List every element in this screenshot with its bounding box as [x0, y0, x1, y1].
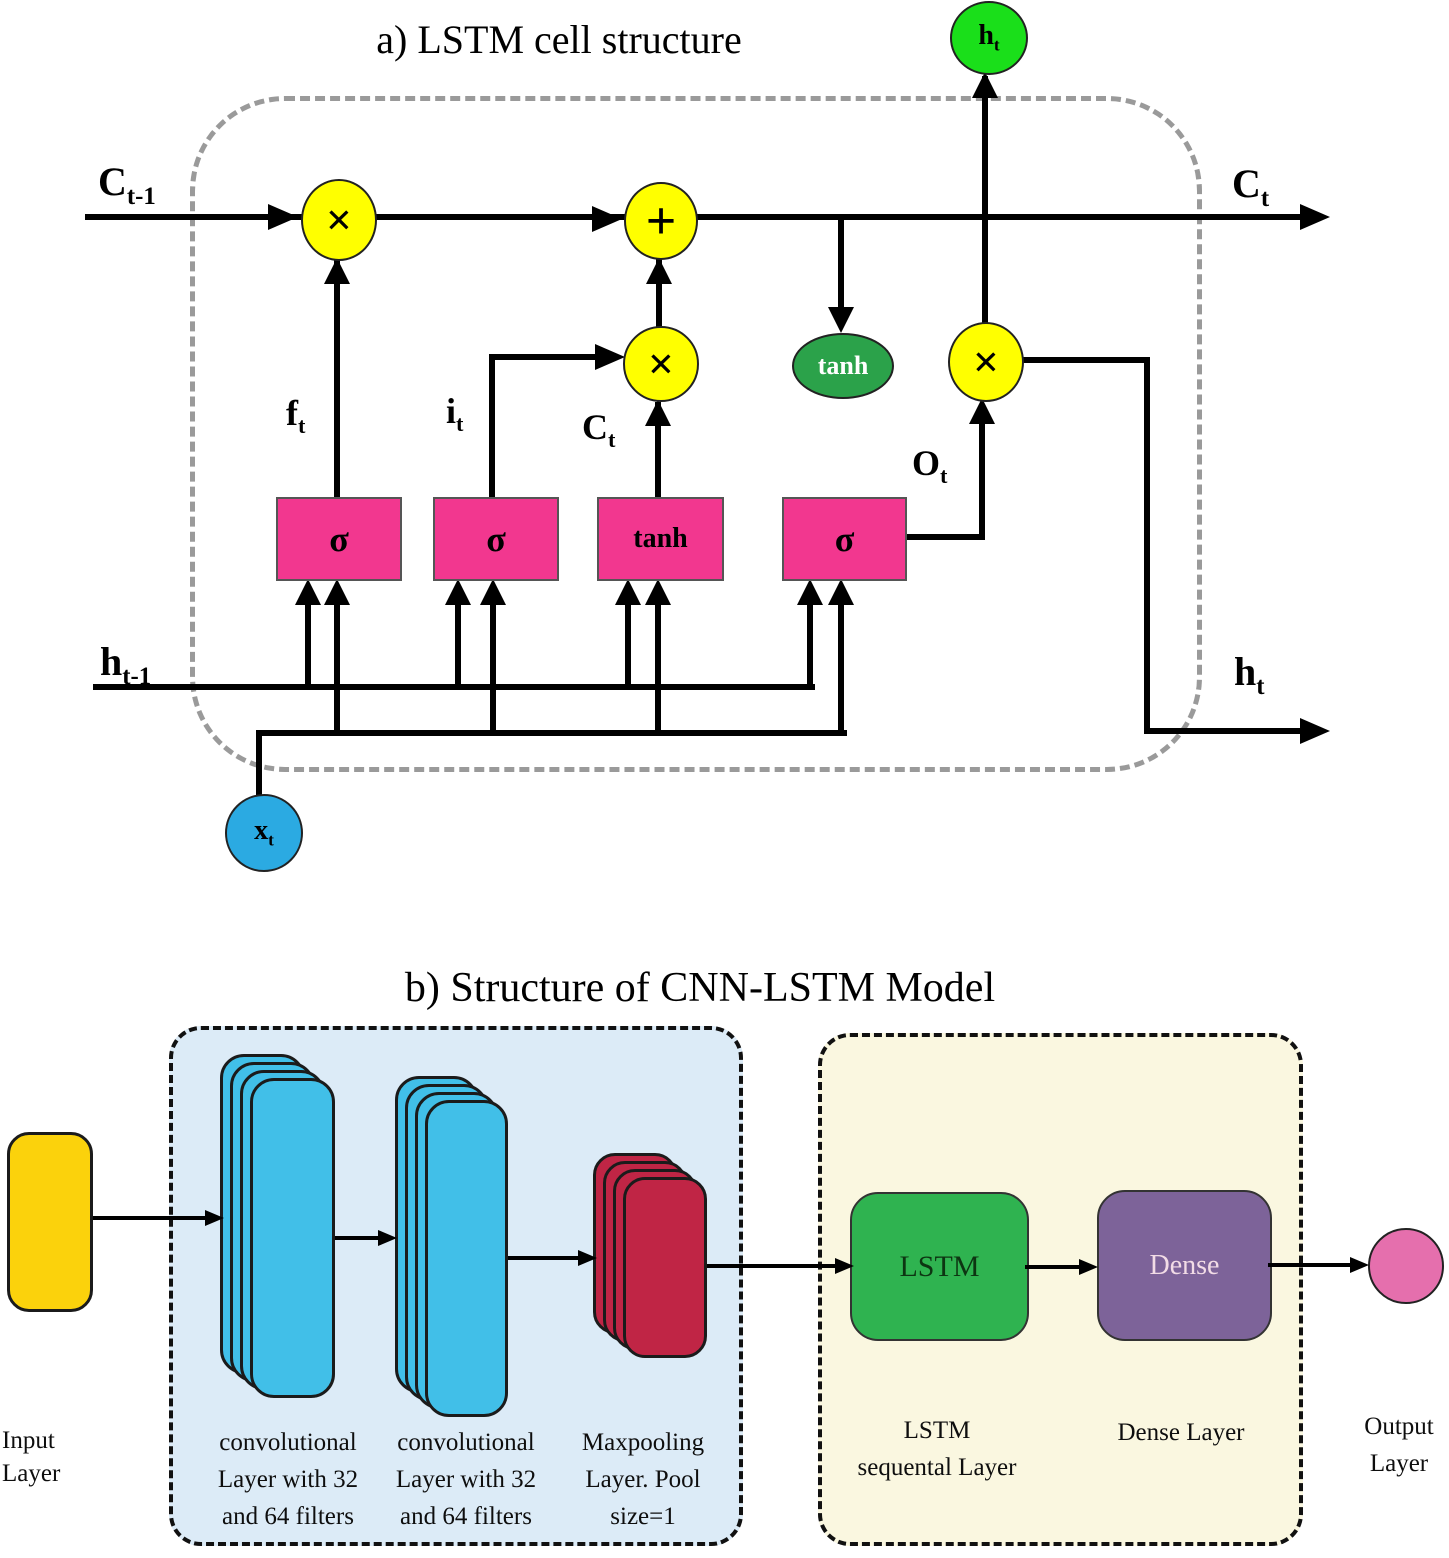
- h-prev-label: ht-1: [100, 639, 152, 690]
- arrow-input-to-conv1: [93, 1216, 205, 1220]
- input-multiply-op: ×: [623, 326, 699, 402]
- output-branch-vertical: [1144, 357, 1150, 734]
- multiply-glyph: ×: [325, 194, 353, 245]
- conv1-card-front: [250, 1078, 335, 1398]
- arrowhead-conv1-to-conv2: [378, 1230, 397, 1246]
- dense-caption: Dense Layer: [1117, 1419, 1245, 1446]
- output-layer-node: [1368, 1228, 1444, 1304]
- panel-a-title: a) LSTM cell structure: [376, 17, 742, 62]
- arrowhead-dense-to-output: [1350, 1257, 1369, 1273]
- x-arrow-output: [838, 603, 844, 733]
- cell-state-out-arrowhead: [1300, 204, 1330, 230]
- arrowhead-into-forget-multiply: [268, 204, 298, 230]
- forget-gate-sigma: σ: [276, 497, 402, 581]
- output-multiply-op: ×: [948, 322, 1024, 402]
- x-arrowhead-output: [828, 579, 854, 605]
- ht-output-node: ht: [950, 1, 1028, 75]
- arrowhead-into-tanh: [828, 307, 854, 333]
- arrowhead-forget-to-multiply: [324, 258, 350, 284]
- conv2-card-front: [425, 1100, 508, 1417]
- ot-label: Ot: [912, 443, 948, 489]
- hidden-out-arrowhead: [1300, 718, 1330, 744]
- input-gate-horizontal: [489, 354, 599, 360]
- arrowhead-into-ht-circle: [972, 72, 998, 98]
- input-gate-riser: [489, 357, 495, 497]
- plus-glyph: +: [645, 191, 677, 251]
- panel-b-title: b) Structure of CNN-LSTM Model: [404, 965, 996, 1011]
- arrowhead-pool-to-lstm: [835, 1258, 854, 1274]
- arrowhead-into-output-multiply: [969, 398, 995, 424]
- h-arrowhead-input: [445, 579, 471, 605]
- candidate-riser: [655, 402, 661, 498]
- it-label: it: [446, 391, 464, 437]
- x-arrowhead-forget: [324, 579, 350, 605]
- arrowhead-lstm-to-dense: [1079, 1259, 1098, 1275]
- output-gate-horizontal: [903, 534, 985, 540]
- xt-input-node: xt: [225, 794, 303, 872]
- c-prev-label: Ct-1: [98, 159, 156, 210]
- forget-multiply-op: ×: [301, 179, 377, 261]
- lstm-block: LSTM: [850, 1192, 1029, 1341]
- arrowhead-candidate-to-multiply: [645, 400, 671, 426]
- h-arrowhead-candidate: [615, 579, 641, 605]
- candidate-ct-label: Ct: [582, 407, 616, 453]
- h-arrowhead-output: [797, 579, 823, 605]
- h-arrowhead-forget: [295, 579, 321, 605]
- multiply-glyph: ×: [972, 336, 1000, 387]
- h-arrow-output: [807, 603, 813, 687]
- dense-block: Dense: [1097, 1190, 1272, 1341]
- hidden-out-riser: [982, 76, 988, 324]
- forget-gate-riser: [334, 258, 340, 498]
- add-input-riser: [656, 258, 662, 328]
- c-next-label: Ct: [1232, 161, 1270, 212]
- input-gate-sigma: σ: [433, 497, 559, 581]
- arrowhead-conv2-to-pool: [578, 1250, 597, 1266]
- hidden-out-line: [1144, 728, 1300, 734]
- input-layer-block: [7, 1132, 93, 1312]
- xt-node-label: xt: [254, 815, 274, 850]
- xt-bus-line: [256, 730, 847, 736]
- tanh-activation-node: tanh: [792, 333, 894, 399]
- arrow-lstm-to-dense: [1025, 1265, 1079, 1269]
- x-arrow-candidate: [655, 603, 661, 733]
- h-arrow-forget: [305, 603, 311, 687]
- arrowhead-input-to-multiply: [595, 344, 625, 370]
- h-arrow-input: [455, 603, 461, 687]
- ft-label: ft: [286, 393, 306, 439]
- arrowhead-input-to-conv1: [205, 1210, 224, 1226]
- output-gate-sigma: σ: [782, 497, 907, 581]
- lstm-cell-boundary: [190, 96, 1202, 772]
- x-arrow-forget: [334, 603, 340, 733]
- h-next-label: ht: [1234, 649, 1265, 700]
- h-arrow-candidate: [625, 603, 631, 687]
- arrow-conv2-to-pool: [508, 1256, 578, 1260]
- add-op: +: [624, 182, 698, 260]
- multiply-glyph: ×: [647, 338, 675, 389]
- output-gate-riser: [979, 422, 985, 540]
- tanh-branch-line: [838, 218, 844, 310]
- arrowhead-into-add: [592, 206, 622, 232]
- x-arrowhead-candidate: [645, 579, 671, 605]
- arrow-conv1-to-conv2: [335, 1236, 378, 1240]
- tanh-label: tanh: [817, 351, 869, 380]
- x-arrow-input: [490, 603, 496, 733]
- hidden-prev-line: [93, 684, 815, 690]
- arrow-dense-to-output: [1268, 1263, 1350, 1267]
- arrowhead-into-add-bottom: [646, 258, 672, 284]
- x-arrowhead-input: [480, 579, 506, 605]
- xt-riser: [256, 733, 262, 795]
- ht-node-label: ht: [978, 20, 1000, 55]
- output-branch-horizontal: [1018, 357, 1150, 363]
- arrow-pool-to-lstm: [707, 1264, 835, 1268]
- pool-card-front: [623, 1177, 707, 1358]
- candidate-gate-tanh: tanh: [597, 497, 724, 581]
